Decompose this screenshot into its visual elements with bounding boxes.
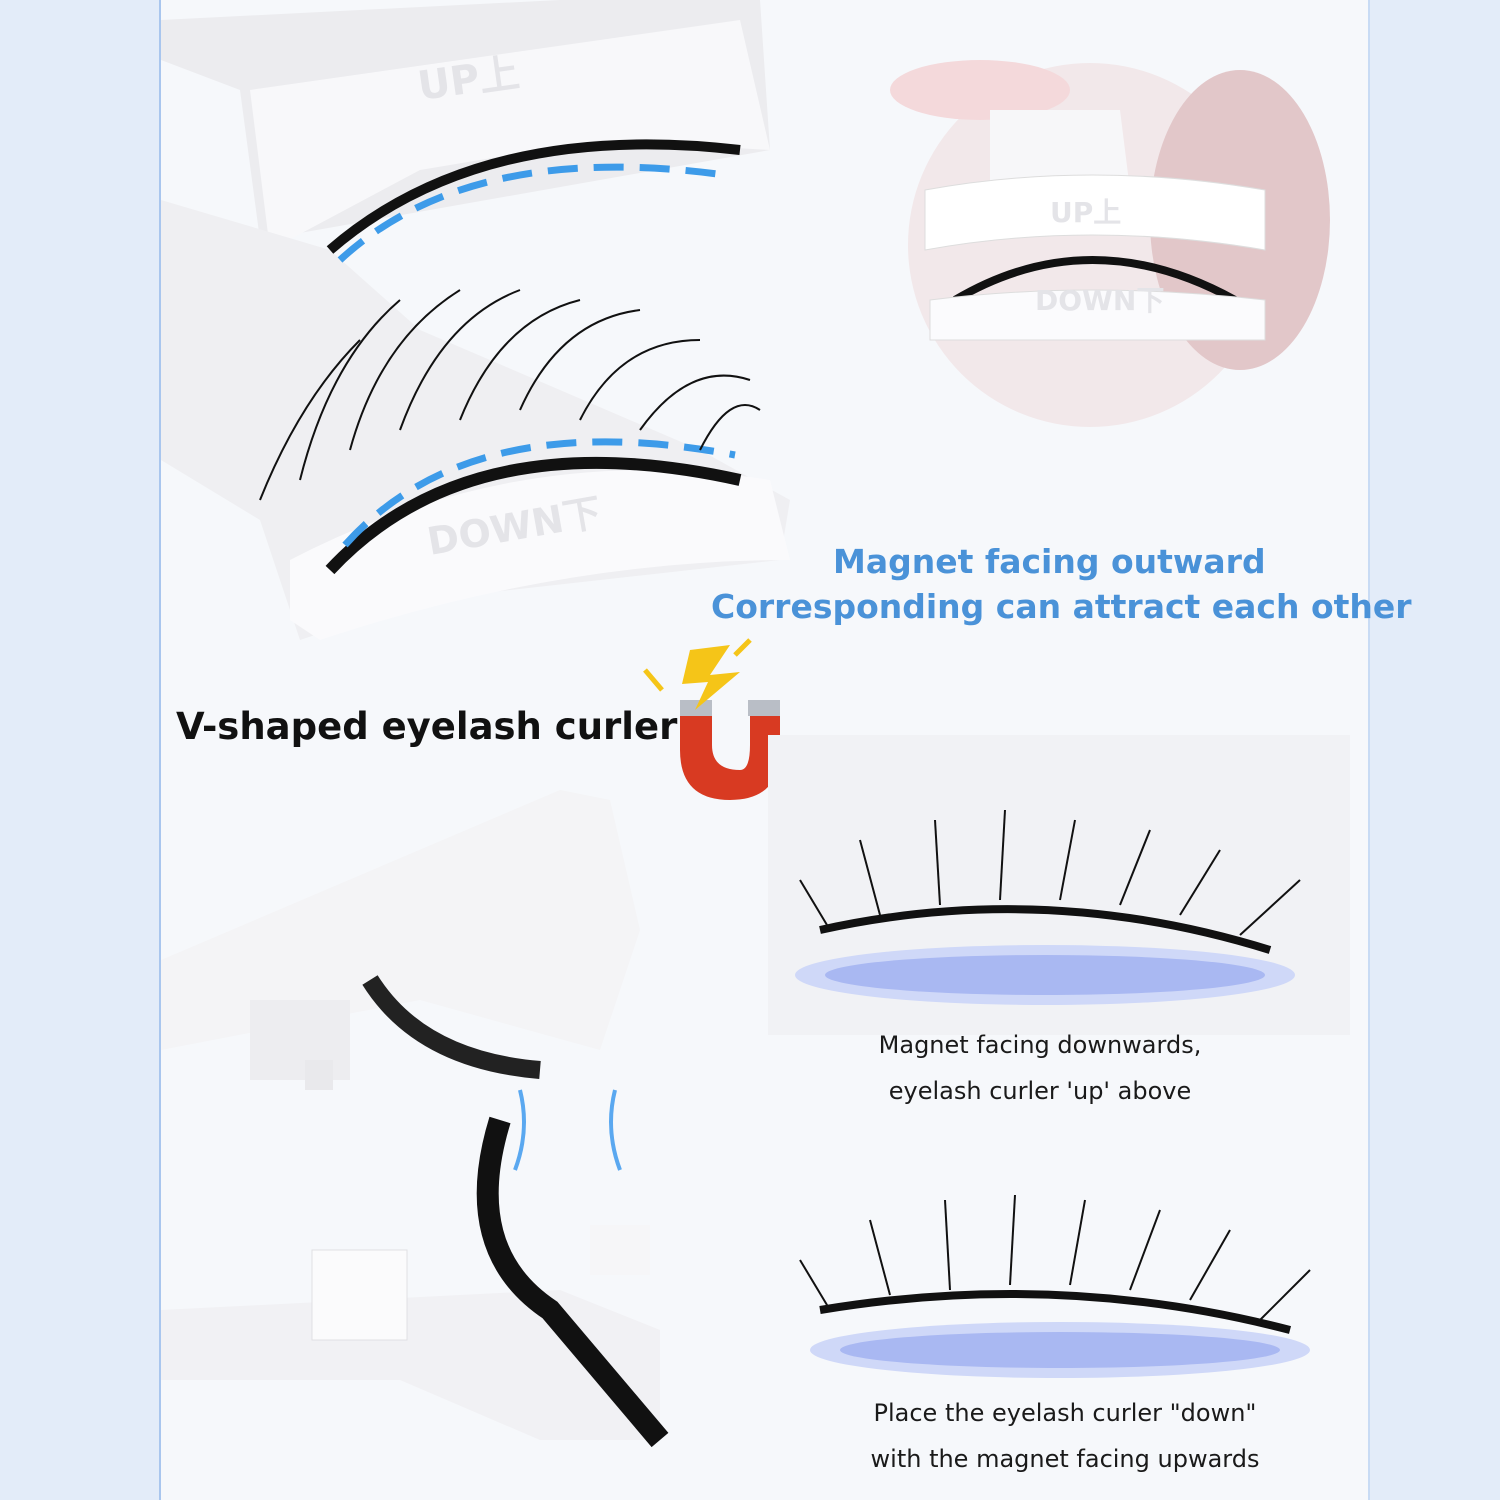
lightning-icon bbox=[643, 638, 752, 710]
headline-line-1: Magnet facing outward bbox=[833, 542, 1266, 581]
caption-2-line-2: with the magnet facing upwards bbox=[870, 1445, 1260, 1473]
lash-on-light-1 bbox=[768, 735, 1350, 1035]
up-label-small: UP上 bbox=[1050, 196, 1121, 229]
caption-2-line-1: Place the eyelash curler "down" bbox=[873, 1399, 1257, 1427]
right-side-band bbox=[1368, 0, 1500, 1500]
down-label-small: DOWN下 bbox=[1035, 284, 1164, 317]
magnet-icon bbox=[680, 700, 780, 800]
eyelash bbox=[259, 289, 761, 501]
circle-photo: UP上 DOWN下 bbox=[890, 60, 1330, 427]
left-side-band bbox=[0, 0, 161, 1500]
product-title: V-shaped eyelash curler bbox=[176, 705, 678, 748]
headline-line-2: Corresponding can attract each other bbox=[711, 587, 1412, 626]
caption-1: Magnet facing downwards, eyelash curler … bbox=[830, 1022, 1250, 1114]
top-curler-image: UP上 DOWN下 bbox=[161, 0, 790, 640]
caption-1-line-2: eyelash curler 'up' above bbox=[888, 1077, 1192, 1105]
caption-1-line-1: Magnet facing downwards, bbox=[878, 1031, 1202, 1059]
caption-2: Place the eyelash curler "down" with the… bbox=[830, 1390, 1300, 1482]
lash-on-light-2 bbox=[799, 1194, 1311, 1378]
bottom-curler-image bbox=[161, 790, 669, 1448]
